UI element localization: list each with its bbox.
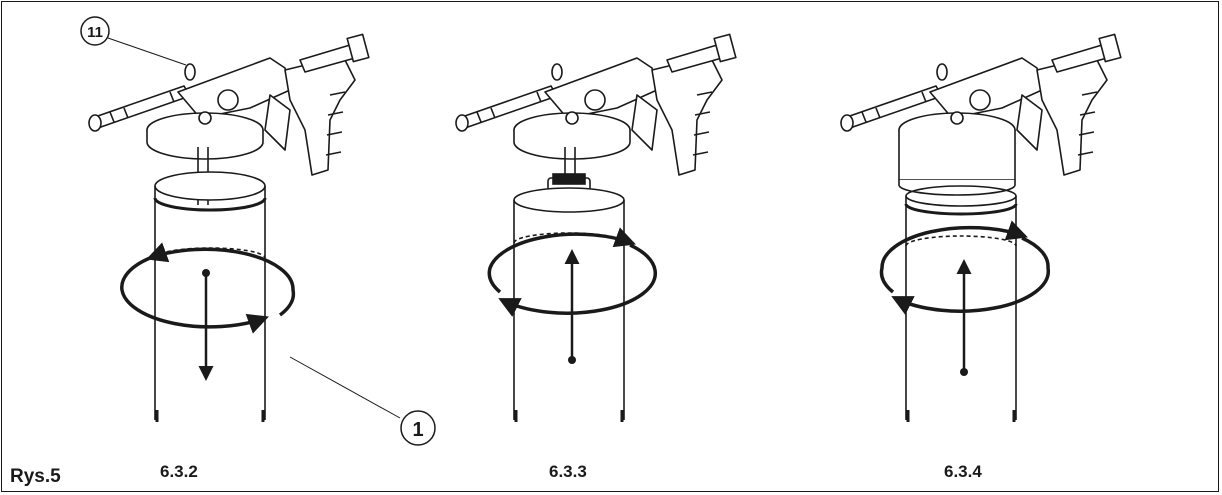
panel-step-1: 11 1: [80, 16, 436, 446]
svg-text:11: 11: [87, 24, 103, 41]
spray-gun-icon: [840, 33, 1122, 181]
direction-arrow-icon: [956, 259, 972, 376]
rotation-arrow-icon: [487, 227, 658, 317]
callout-1: 1: [289, 356, 436, 446]
spray-gun-icon: [455, 33, 737, 176]
rotation-arrow-icon: [120, 242, 296, 334]
rotation-arrow-icon: [879, 220, 1051, 315]
step-label-2: 6.3.3: [549, 462, 587, 481]
canister: [513, 187, 625, 422]
figure-label: Rys.5: [10, 466, 61, 487]
panel-step-2: [455, 33, 737, 422]
callout-11: 11: [80, 16, 187, 66]
step-label-3: 6.3.4: [944, 462, 982, 481]
svg-text:1: 1: [412, 419, 423, 441]
direction-arrow-icon: [564, 249, 580, 364]
step-label-1: 6.3.2: [160, 462, 198, 481]
canister: [898, 180, 1018, 422]
direction-arrow-icon: [198, 269, 214, 381]
spray-gun-icon: [88, 33, 370, 176]
panel-step-3: [840, 33, 1122, 422]
canister: [153, 171, 267, 422]
